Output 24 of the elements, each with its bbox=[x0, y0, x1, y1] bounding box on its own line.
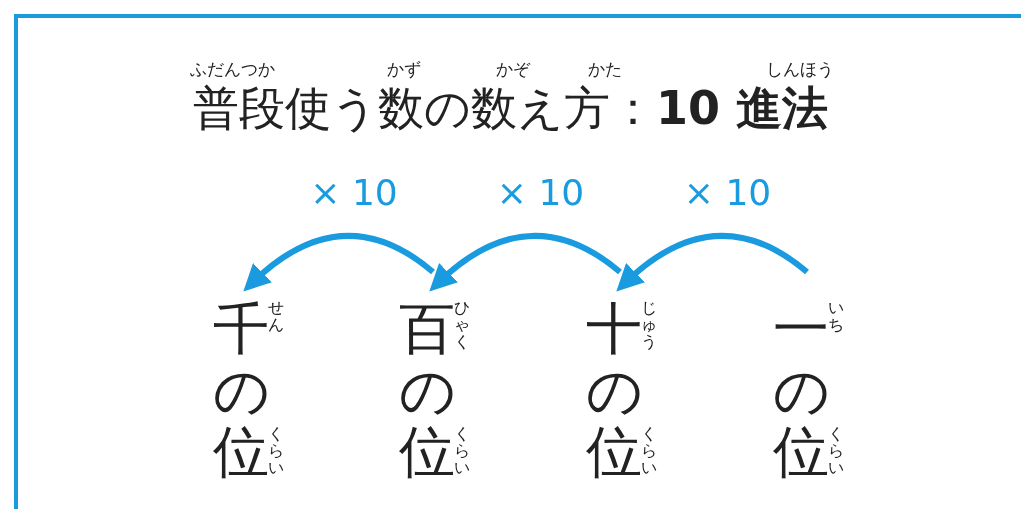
furigana: しんほう bbox=[766, 58, 834, 81]
edge-label: × 10 bbox=[310, 172, 398, 213]
furigana: かた bbox=[588, 58, 622, 81]
furigana: ひゃく bbox=[454, 300, 470, 351]
place-name: 百の位 bbox=[399, 298, 455, 483]
place-name: 千の位 bbox=[213, 298, 269, 483]
edge-label: × 10 bbox=[496, 172, 585, 213]
furigana: くらい bbox=[454, 426, 470, 477]
title: 普段使う数の数え方：10 進法 bbox=[192, 80, 829, 137]
edge-label: × 10 bbox=[683, 172, 772, 213]
furigana: かぞ bbox=[496, 58, 530, 81]
curved-arrow bbox=[429, 233, 622, 292]
curved-arrow bbox=[616, 233, 809, 292]
place-name: 一の位 bbox=[773, 298, 829, 483]
furigana: いち bbox=[828, 300, 844, 334]
furigana: くらい bbox=[268, 426, 284, 477]
furigana: くらい bbox=[641, 426, 657, 477]
furigana: かず bbox=[387, 58, 421, 81]
place-name: 十の位 bbox=[586, 298, 642, 483]
furigana: ふだんつか bbox=[189, 58, 275, 81]
furigana: じゅう bbox=[641, 300, 657, 351]
curved-arrow bbox=[243, 233, 435, 292]
furigana: せん bbox=[268, 300, 284, 334]
furigana: くらい bbox=[828, 426, 844, 477]
